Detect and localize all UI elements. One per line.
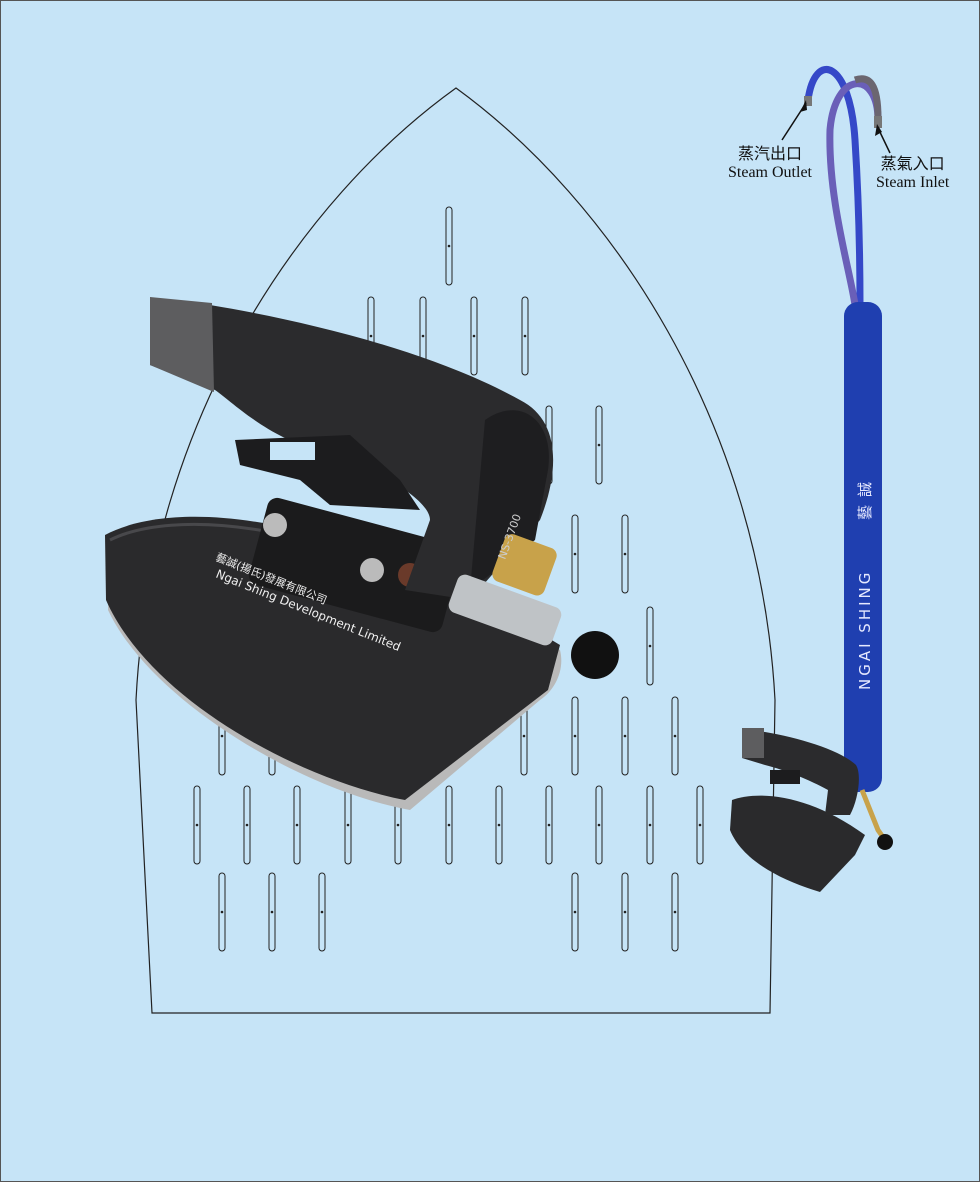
vent-slot-dot [573,910,577,914]
steam-vent-slot [621,696,629,776]
vent-slot-dot [547,823,551,827]
vent-slot-dot [623,552,627,556]
steam-inlet-label: 蒸氣入口 Steam Inlet [876,156,949,192]
steam-vent-slot [470,296,478,376]
steam-vent-slot [243,785,251,865]
vent-slot-dot [597,823,601,827]
steam-vent-slot [671,696,679,776]
steam-hose: NGAI SHING 藝誠 [781,66,891,842]
vent-slot-dot [220,910,224,914]
large-steam-iron: 藝誠(揚氏)發展有限公司 Ngai Shing Development Limi… [105,297,619,810]
vent-slot-dot [320,910,324,914]
hose-brand-cn: 藝誠 [856,474,874,520]
vent-slot-dot [623,910,627,914]
steam-vent-slot [495,785,503,865]
steam-vent-slot [571,872,579,952]
handle-end-cap [150,297,214,392]
vent-slot-dot [573,734,577,738]
steam-vent-slot [545,785,553,865]
steam-inlet-label-en: Steam Inlet [876,174,950,191]
vent-slot-dot [597,443,601,447]
vent-slot-dot [497,823,501,827]
steam-vent-slot [318,872,326,952]
steam-vent-slot [646,785,654,865]
steam-vent-slot [595,405,603,485]
steam-vent-slot [621,872,629,952]
steam-vent-slot [595,785,603,865]
steam-vent-slot [521,296,529,376]
vent-slot-dot [472,334,476,338]
steam-vent-slot [218,872,226,952]
vent-slot-dot [245,823,249,827]
soleplate-outline [135,87,776,1014]
steam-vent-slot [571,696,579,776]
vent-slot-dot [573,552,577,556]
vent-slot-dot [623,734,627,738]
steam-vent-slot [621,514,629,594]
vent-slot-dot [220,734,224,738]
steam-vent-slot [696,785,704,865]
vent-slot-dot [673,910,677,914]
steam-vent-slot [445,206,453,286]
steam-vent-slot [646,606,654,686]
vent-slot-dot [523,334,527,338]
small-steam-iron [730,728,893,892]
vent-slot-dot [396,823,400,827]
steam-outlet-label-en: Steam Outlet [728,164,812,181]
steam-outlet-label-cn: 蒸汽出口 [737,146,802,163]
vent-slot-dot [648,823,652,827]
vent-slot-dot [648,644,652,648]
steam-vent-slot [671,872,679,952]
hose-brand-en: NGAI SHING [856,570,874,690]
vent-slot-dot [195,823,199,827]
vent-slot-dot [447,244,451,248]
vent-slot-dot [447,823,451,827]
steam-vent-slot [193,785,201,865]
vent-slot-dot [698,823,702,827]
steam-vent-slot [293,785,301,865]
vent-slot-dot [673,734,677,738]
vent-slot-dot [295,823,299,827]
steam-inlet-label-cn: 蒸氣入口 [880,156,945,173]
steam-vent-slot [571,514,579,594]
vent-slot-dot [421,334,425,338]
vent-slot-dot [270,910,274,914]
steam-vent-slot [445,785,453,865]
vent-slot-dot [522,734,526,738]
hose-sleeve [844,302,882,792]
steam-vent-slot [268,872,276,952]
steam-outlet-label: 蒸汽出口 Steam Outlet [728,146,812,182]
vent-slot-dot [346,823,350,827]
vent-slot-dot [369,334,373,338]
thermostat-dial [470,410,549,590]
